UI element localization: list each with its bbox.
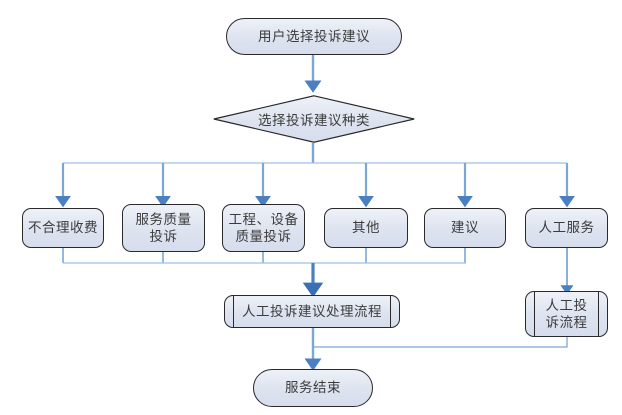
edge-merge-bus (63, 262, 466, 298)
decision-diamond-shape (213, 95, 415, 143)
node-branch-4-label: 其他 (352, 220, 380, 236)
node-decision-label: 选择投诉建议种类 (258, 113, 370, 128)
node-branch-5-label: 建议 (451, 220, 479, 236)
node-process-manual-complaint-flow[interactable]: 人工投 诉流程 (525, 291, 608, 337)
node-decision[interactable]: 选择投诉建议种类 (213, 95, 415, 143)
node-end[interactable]: 服务结束 (253, 369, 373, 407)
node-branch-other[interactable]: 其他 (324, 208, 408, 248)
node-branch-service-quality-complaint[interactable]: 服务质量 投诉 (122, 204, 205, 252)
process-right-bar (598, 292, 599, 336)
node-branch-3-label: 工程、设备 质量投诉 (228, 211, 299, 244)
process-right-bar (390, 296, 391, 327)
node-process-1-label: 人工投诉建议处理流程 (242, 303, 382, 319)
node-process-manual-complaint-handling[interactable]: 人工投诉建议处理流程 (224, 295, 400, 328)
node-process-2-label: 人工投 诉流程 (545, 297, 588, 330)
edge-decision-to-bus (63, 143, 567, 164)
node-start[interactable]: 用户选择投诉建议 (226, 18, 402, 55)
node-branch-2-label: 服务质量 投诉 (135, 211, 192, 244)
node-branch-manual-service[interactable]: 人工服务 (525, 208, 608, 248)
node-branch-suggestion[interactable]: 建议 (424, 208, 506, 248)
edge-manual-process-to-end (313, 337, 568, 348)
node-branch-engineering-equipment-quality-complaint[interactable]: 工程、设备 质量投诉 (222, 204, 305, 252)
node-branch-unreasonable-charge[interactable]: 不合理收费 (22, 208, 104, 248)
node-branch-1-label: 不合理收费 (28, 220, 98, 236)
process-left-bar (233, 296, 234, 327)
node-start-label: 用户选择投诉建议 (258, 28, 370, 44)
node-branch-6-label: 人工服务 (538, 220, 595, 236)
process-left-bar (534, 292, 535, 336)
node-end-label: 服务结束 (285, 380, 341, 396)
